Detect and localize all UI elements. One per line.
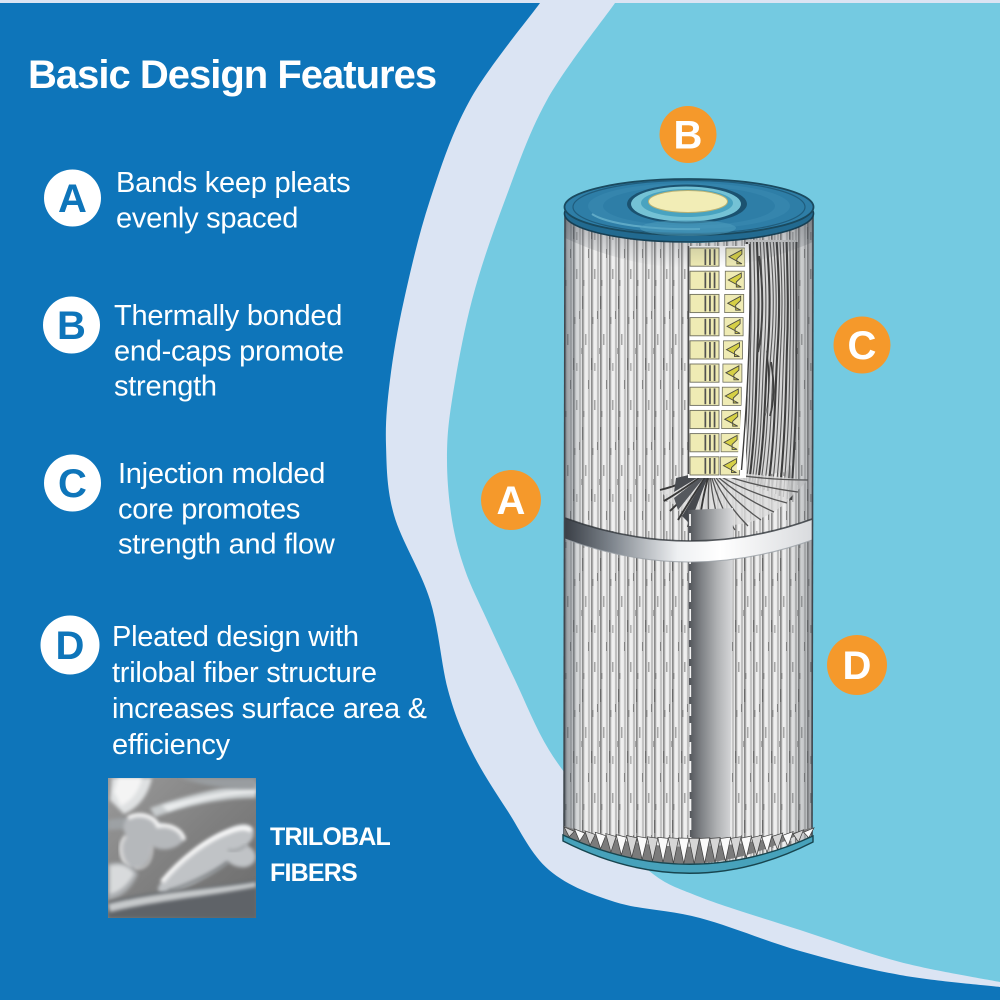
svg-text:A: A bbox=[497, 479, 526, 523]
svg-text:B: B bbox=[674, 114, 703, 158]
svg-text:D: D bbox=[56, 624, 85, 668]
svg-text:A: A bbox=[58, 177, 87, 221]
svg-text:C: C bbox=[848, 324, 877, 368]
svg-text:Basic Design Features: Basic Design Features bbox=[28, 53, 436, 97]
svg-text:strength: strength bbox=[114, 371, 217, 403]
svg-text:FIBERS: FIBERS bbox=[270, 859, 357, 887]
svg-text:TRILOBAL: TRILOBAL bbox=[270, 823, 390, 851]
svg-text:D: D bbox=[843, 644, 872, 688]
svg-text:Injection molded: Injection molded bbox=[118, 458, 325, 490]
svg-text:strength and flow: strength and flow bbox=[118, 529, 336, 561]
svg-text:efficiency: efficiency bbox=[112, 729, 231, 761]
svg-text:C: C bbox=[58, 462, 87, 506]
svg-text:trilobal fiber structure: trilobal fiber structure bbox=[112, 657, 377, 689]
svg-text:core promotes: core promotes bbox=[118, 493, 300, 525]
svg-text:B: B bbox=[57, 304, 86, 348]
svg-text:Pleated design with: Pleated design with bbox=[112, 621, 359, 653]
svg-text:end-caps promote: end-caps promote bbox=[114, 335, 344, 367]
svg-text:Thermally bonded: Thermally bonded bbox=[114, 300, 342, 332]
svg-text:increases surface area &: increases surface area & bbox=[112, 693, 427, 725]
svg-text:Bands keep pleats: Bands keep pleats bbox=[116, 167, 350, 199]
svg-text:evenly spaced: evenly spaced bbox=[116, 202, 298, 234]
